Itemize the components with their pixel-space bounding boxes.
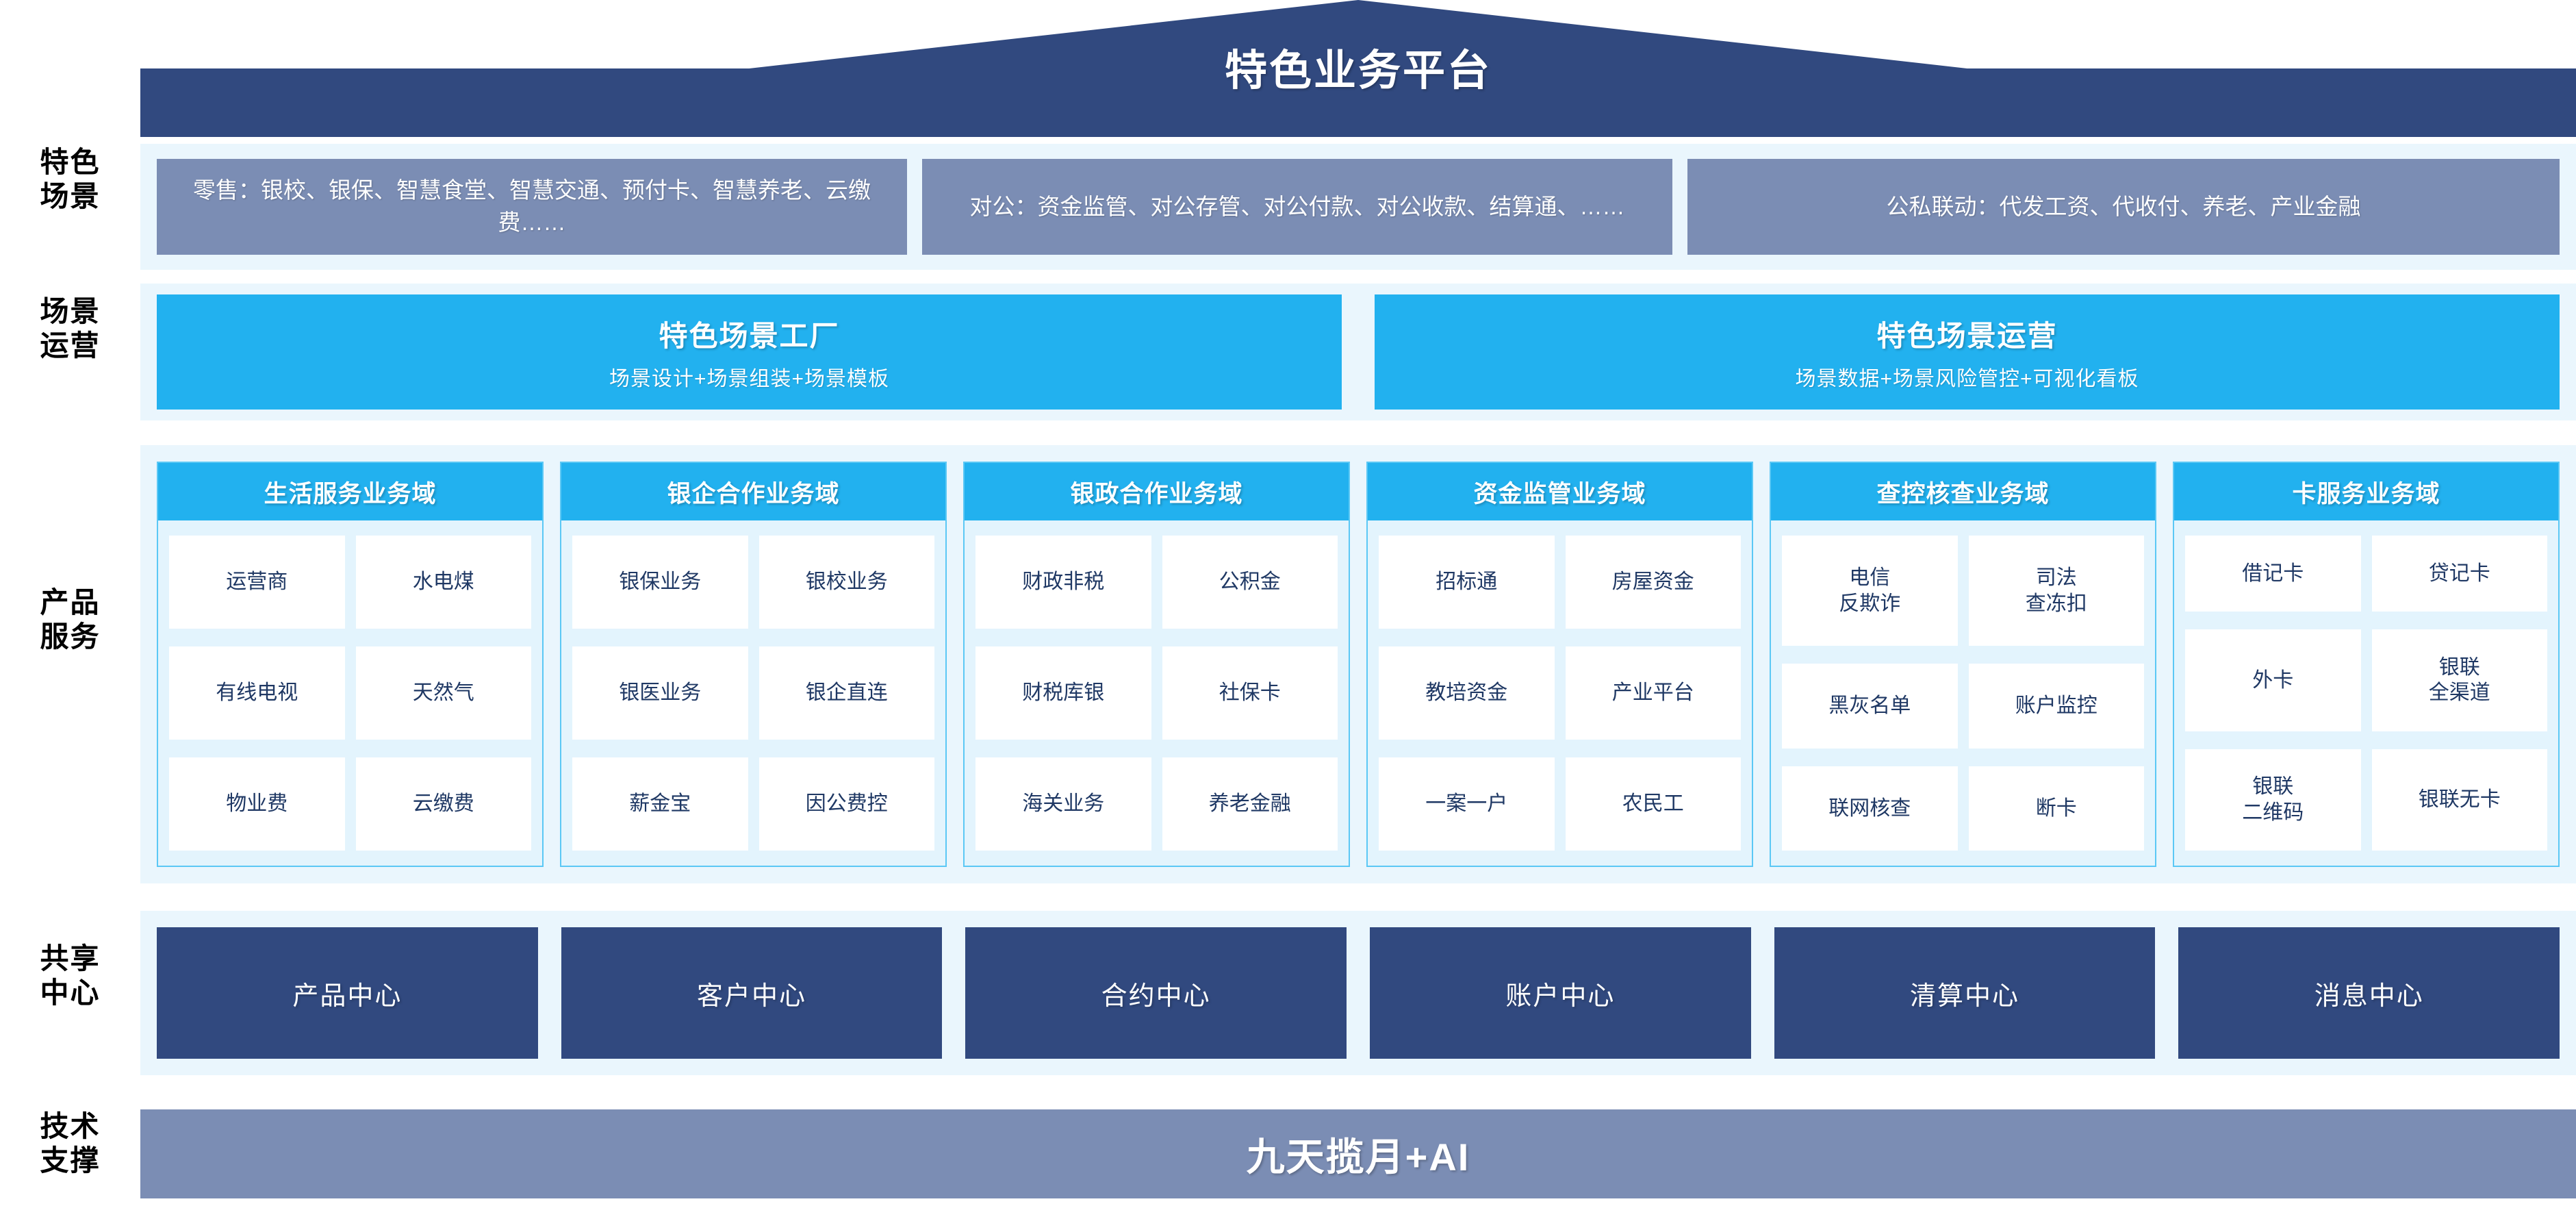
domain-item[interactable]: 天然气 xyxy=(355,646,531,740)
domain-item[interactable]: 黑灰名单 xyxy=(1782,664,1958,749)
domain-item[interactable]: 银保业务 xyxy=(572,536,748,629)
domain-item[interactable]: 农民工 xyxy=(1565,757,1741,851)
tech-support-bar[interactable]: 九天揽月+AI xyxy=(140,1109,2576,1198)
domain-item[interactable]: 社保卡 xyxy=(1162,646,1338,740)
rail-line: 场景 xyxy=(40,179,101,212)
domain-item[interactable]: 产业平台 xyxy=(1565,646,1741,740)
product-service-band: 生活服务业务域 运营商 水电煤 有线电视 天然气 物业费 云缴费 银企合作业务域… xyxy=(140,445,2576,883)
domain-item-grid: 运营商 水电煤 有线电视 天然气 物业费 云缴费 xyxy=(158,520,542,866)
page-title: 特色业务平台 xyxy=(1224,47,1492,95)
scenario-card-corporate[interactable]: 对公：资金监管、对公存管、对公付款、对公收款、结算通、…… xyxy=(922,159,1672,255)
rail-label-scenario: 特色 场景 xyxy=(0,145,140,213)
domain-item[interactable]: 因公费控 xyxy=(758,757,934,851)
rail-line: 产品 xyxy=(40,586,101,618)
operation-subtitle: 场景数据+场景风险管控+可视化看板 xyxy=(1795,367,2139,390)
operation-title: 特色场景工厂 xyxy=(659,319,840,352)
domain-item[interactable]: 公积金 xyxy=(1162,536,1338,629)
operation-card-scene-factory[interactable]: 特色场景工厂 场景设计+场景组装+场景模板 xyxy=(157,294,1342,410)
rail-line: 特色 xyxy=(40,146,101,178)
rail-line: 场景 xyxy=(40,295,101,327)
domain-item[interactable]: 外卡 xyxy=(2185,629,2361,731)
rail-line: 中心 xyxy=(40,976,101,1009)
domain-item[interactable]: 银联无卡 xyxy=(2371,749,2547,851)
rail-line: 支撑 xyxy=(40,1144,101,1177)
domain-item[interactable]: 财政非税 xyxy=(975,536,1151,629)
domain-item[interactable]: 房屋资金 xyxy=(1565,536,1741,629)
operation-band: 特色场景工厂 场景设计+场景组装+场景模板 特色场景运营 场景数据+场景风险管控… xyxy=(140,284,2576,420)
domain-card-bank-government[interactable]: 银政合作业务域 财政非税 公积金 财税库银 社保卡 海关业务 养老金融 xyxy=(963,462,1350,867)
domain-item[interactable]: 运营商 xyxy=(169,536,345,629)
operation-card-scene-operation[interactable]: 特色场景运营 场景数据+场景风险管控+可视化看板 xyxy=(1375,294,2560,410)
domain-item[interactable]: 电信 反欺诈 xyxy=(1782,536,1958,646)
shared-center-contract[interactable]: 合约中心 xyxy=(965,927,1347,1059)
domain-item[interactable]: 银联 二维码 xyxy=(2185,749,2361,851)
rail-label-shared: 共享 中心 xyxy=(0,942,140,1009)
domain-item[interactable]: 海关业务 xyxy=(975,757,1151,851)
domain-item[interactable]: 账户监控 xyxy=(1968,664,2144,749)
domain-card-bank-enterprise[interactable]: 银企合作业务域 银保业务 银校业务 银医业务 银企直连 薪金宝 因公费控 xyxy=(560,462,947,867)
shared-center-message[interactable]: 消息中心 xyxy=(2178,927,2560,1059)
domain-item[interactable]: 水电煤 xyxy=(355,536,531,629)
domain-item[interactable]: 联网核查 xyxy=(1782,766,1958,851)
domain-card-fund-supervision[interactable]: 资金监管业务域 招标通 房屋资金 教培资金 产业平台 一案一户 农民工 xyxy=(1366,462,1753,867)
domain-title: 生活服务业务域 xyxy=(158,463,542,520)
domain-item[interactable]: 断卡 xyxy=(1968,766,2144,851)
operation-subtitle: 场景设计+场景组装+场景模板 xyxy=(609,367,890,390)
domain-title: 银企合作业务域 xyxy=(561,463,945,520)
domain-item[interactable]: 养老金融 xyxy=(1162,757,1338,851)
rail-line: 服务 xyxy=(40,620,101,653)
shared-center-band: 产品中心 客户中心 合约中心 账户中心 清算中心 消息中心 xyxy=(140,911,2576,1075)
domain-item-grid: 借记卡 贷记卡 外卡 银联 全渠道 银联 二维码 银联无卡 xyxy=(2174,520,2558,866)
domain-item-grid: 招标通 房屋资金 教培资金 产业平台 一案一户 农民工 xyxy=(1368,520,1752,866)
domain-item[interactable]: 贷记卡 xyxy=(2371,536,2547,612)
domain-item[interactable]: 银联 全渠道 xyxy=(2371,629,2547,731)
scenario-card-public-private[interactable]: 公私联动：代发工资、代收付、养老、产业金融 xyxy=(1687,159,2560,255)
domain-title: 查控核查业务域 xyxy=(1771,463,2155,520)
domain-item[interactable]: 云缴费 xyxy=(355,757,531,851)
domain-item[interactable]: 银校业务 xyxy=(758,536,934,629)
domain-item[interactable]: 银企直连 xyxy=(758,646,934,740)
rail-label-product: 产品 服务 xyxy=(0,586,140,653)
shared-center-customer[interactable]: 客户中心 xyxy=(561,927,943,1059)
shared-center-product[interactable]: 产品中心 xyxy=(157,927,538,1059)
domain-item[interactable]: 财税库银 xyxy=(975,646,1151,740)
platform-roof: 特色业务平台 xyxy=(140,0,2576,137)
domain-item-grid: 财政非税 公积金 财税库银 社保卡 海关业务 养老金融 xyxy=(965,520,1349,866)
operation-title: 特色场景运营 xyxy=(1876,319,2058,352)
domain-card-life-service[interactable]: 生活服务业务域 运营商 水电煤 有线电视 天然气 物业费 云缴费 xyxy=(157,462,544,867)
rail-line: 共享 xyxy=(40,942,101,975)
domain-item[interactable]: 教培资金 xyxy=(1379,646,1555,740)
rail-label-operation: 场景 运营 xyxy=(0,294,140,362)
domain-item-grid: 银保业务 银校业务 银医业务 银企直连 薪金宝 因公费控 xyxy=(561,520,945,866)
domain-item[interactable]: 司法 查冻扣 xyxy=(1968,536,2144,646)
rail-line: 运营 xyxy=(40,329,101,362)
scenario-band: 零售：银校、银保、智慧食堂、智慧交通、预付卡、智慧养老、云缴费…… 对公：资金监… xyxy=(140,144,2576,270)
domain-item[interactable]: 借记卡 xyxy=(2185,536,2361,612)
domain-item-grid: 电信 反欺诈 司法 查冻扣 黑灰名单 账户监控 联网核查 断卡 xyxy=(1771,520,2155,866)
domain-item[interactable]: 有线电视 xyxy=(169,646,345,740)
rail-line: 技术 xyxy=(40,1110,101,1142)
domain-item[interactable]: 物业费 xyxy=(169,757,345,851)
domain-title: 银政合作业务域 xyxy=(965,463,1349,520)
shared-center-account[interactable]: 账户中心 xyxy=(1370,927,1751,1059)
domain-item[interactable]: 薪金宝 xyxy=(572,757,748,851)
domain-item[interactable]: 招标通 xyxy=(1379,536,1555,629)
domain-card-card-service[interactable]: 卡服务业务域 借记卡 贷记卡 外卡 银联 全渠道 银联 二维码 银联无卡 xyxy=(2173,462,2560,867)
rail-label-tech: 技术 支撑 xyxy=(0,1109,140,1177)
scenario-card-retail[interactable]: 零售：银校、银保、智慧食堂、智慧交通、预付卡、智慧养老、云缴费…… xyxy=(157,159,907,255)
shared-center-settlement[interactable]: 清算中心 xyxy=(1774,927,2156,1059)
domain-card-investigation[interactable]: 查控核查业务域 电信 反欺诈 司法 查冻扣 黑灰名单 账户监控 联网核查 断卡 xyxy=(1770,462,2156,867)
domain-title: 资金监管业务域 xyxy=(1368,463,1752,520)
domain-item[interactable]: 一案一户 xyxy=(1379,757,1555,851)
domain-title: 卡服务业务域 xyxy=(2174,463,2558,520)
domain-item[interactable]: 银医业务 xyxy=(572,646,748,740)
